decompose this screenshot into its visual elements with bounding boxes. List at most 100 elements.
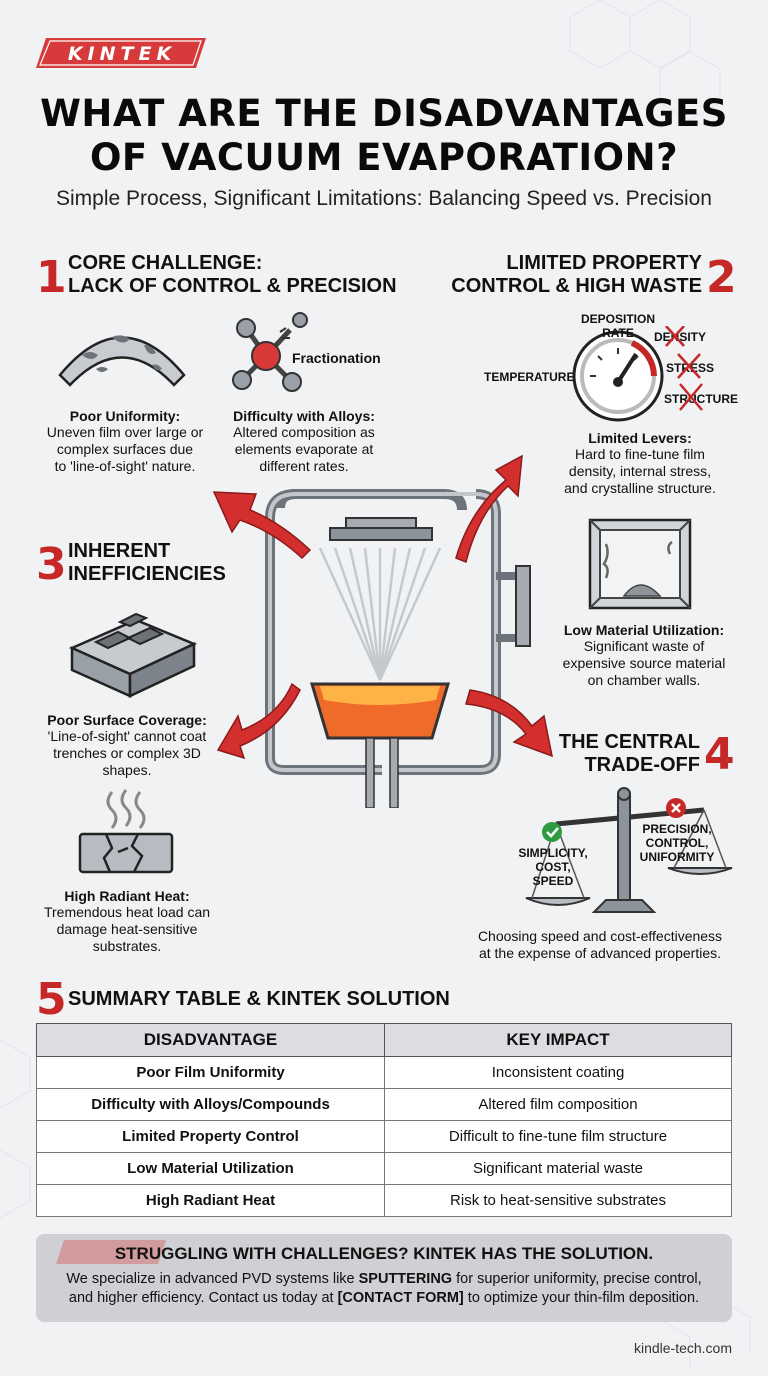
utilization-desc-line: on chamber walls.	[587, 672, 701, 688]
levers-desc-line: Hard to fine-tune film	[575, 446, 705, 462]
chamber-waste-icon	[588, 518, 692, 610]
gauge-label-deposition: DEPOSITION	[580, 312, 655, 326]
page-subtitle: Simple Process, Significant Limitations:…	[56, 187, 712, 210]
tradeoff-right-label: PRECISION, CONTROL, UNIFORMITY	[632, 822, 722, 864]
cta-watermark-logo	[56, 1240, 166, 1264]
table-header: KEY IMPACT	[384, 1023, 732, 1057]
table-cell: Difficult to fine-tune film structure	[384, 1120, 732, 1153]
balance-scale-icon	[525, 787, 733, 913]
tradeoff-left-line: SPEED	[532, 874, 574, 888]
levers-desc-line: and crystalline structure.	[564, 480, 716, 496]
table-cell: Low Material Utilization	[36, 1152, 385, 1185]
utilization-desc-line: expensive source material	[562, 655, 726, 671]
utilization-desc-line: Significant waste of	[583, 638, 705, 654]
alloys-desc-line: elements evaporate at	[234, 441, 374, 457]
table-header-row: DISADVANTAGE KEY IMPACT	[36, 1023, 732, 1057]
section-2-title-line-1: LIMITED PROPERTY	[506, 252, 702, 274]
section-4-title-line-2: TRADE-OFF	[584, 754, 700, 776]
gauge-label-rate: RATE	[602, 326, 634, 340]
table-row: Difficulty with Alloys/Compounds Altered…	[36, 1088, 732, 1121]
section-2-number: 2	[706, 252, 737, 303]
section-3-number: 3	[36, 539, 67, 590]
uniformity-desc-line: to 'line-of-sight' nature.	[54, 458, 196, 474]
cta-text: and higher efficiency. Contact us today …	[68, 1290, 338, 1306]
gauge-label-density: DENSITY	[654, 330, 707, 344]
title-line-2: OF VACUUM EVAPORATION?	[89, 136, 679, 179]
tradeoff-left-line: SIMPLICITY,	[518, 846, 588, 860]
section-1-title-line-1: CORE CHALLENGE:	[68, 252, 263, 274]
section-5-number: 5	[36, 974, 67, 1025]
table-row: Poor Film Uniformity Inconsistent coatin…	[36, 1056, 732, 1089]
cta-text: for superior uniformity, precise control…	[452, 1271, 702, 1287]
uniformity-desc-line: complex surfaces due	[56, 441, 194, 457]
heat-desc-line: substrates.	[92, 938, 162, 954]
section-1-number: 1	[36, 252, 67, 303]
cta-sputtering: SPUTTERING	[358, 1271, 453, 1287]
levers-desc-line: density, internal stress,	[568, 463, 712, 479]
cta-text: We specialize in advanced PVD systems li…	[66, 1271, 359, 1287]
tradeoff-right-line: PRECISION,	[642, 822, 712, 836]
cta-text: to optimize your thin-film deposition.	[463, 1290, 700, 1306]
page-title: WHAT ARE THE DISADVANTAGES OF VACUUM EVA…	[0, 92, 768, 180]
alloys-desc: Altered composition as elements evaporat…	[210, 424, 398, 475]
section-3-title-line-1: INHERENT	[68, 540, 171, 562]
gauge-label-structure: STRUCTURE	[664, 392, 738, 406]
molecule-icon	[232, 312, 308, 392]
section-3-title-line-2: INEFFICIENCIES	[68, 563, 226, 585]
heat-desc-line: Tremendous heat load can	[43, 904, 211, 920]
check-icon	[546, 827, 559, 838]
coverage-desc-line: 'Line-of-sight' cannot coat	[47, 728, 207, 744]
section-5-title: SUMMARY TABLE & KINTEK SOLUTION	[68, 988, 450, 1010]
utilization-desc: Significant waste of expensive source ma…	[524, 638, 764, 689]
section-2-title-line-2: CONTROL & HIGH WASTE	[451, 275, 702, 297]
alloys-desc-line: Altered composition as	[233, 424, 375, 440]
table-header: DISADVANTAGE	[36, 1023, 385, 1057]
cta-title: STRUGGLING WITH CHALLENGES? KINTEK HAS T…	[114, 1244, 654, 1263]
summary-table: DISADVANTAGE KEY IMPACT Poor Film Unifor…	[36, 1023, 732, 1217]
utilization-label: Low Material Utilization:	[563, 622, 725, 638]
coverage-desc: 'Line-of-sight' cannot coat trenches or …	[22, 728, 232, 779]
waste-arrows	[212, 454, 553, 760]
tradeoff-desc-line: at the expense of advanced properties.	[478, 945, 722, 961]
heat-label: High Radiant Heat:	[64, 888, 190, 904]
cta-body: We specialize in advanced PVD systems li…	[50, 1270, 718, 1308]
logo-text: KINTEK	[68, 43, 176, 65]
section-1-title: CORE CHALLENGE: LACK OF CONTROL & PRECIS…	[68, 252, 397, 298]
tradeoff-right-line: UNIFORMITY	[639, 850, 715, 864]
heat-desc-line: damage heat-sensitive	[56, 921, 198, 937]
table-cell: Altered film composition	[384, 1088, 732, 1121]
levers-label: Limited Levers:	[588, 430, 692, 446]
vacuum-chamber-diagram	[265, 489, 531, 808]
footer-url[interactable]: kindle-tech.com	[633, 1340, 732, 1356]
title-line-1: WHAT ARE THE DISADVANTAGES	[40, 92, 728, 135]
coverage-label: Poor Surface Coverage:	[47, 712, 207, 728]
gauge-label-temperature: TEMPERATURE	[484, 370, 575, 384]
table-cell: Risk to heat-sensitive substrates	[384, 1184, 732, 1217]
levers-desc: Hard to fine-tune film density, internal…	[520, 446, 760, 497]
kintek-logo: KINTEK	[36, 38, 206, 68]
coverage-desc-line: shapes.	[102, 762, 152, 778]
uniformity-label: Poor Uniformity:	[69, 408, 181, 424]
tradeoff-right-line: CONTROL,	[645, 836, 709, 850]
table-cell: Significant material waste	[384, 1152, 732, 1185]
table-cell: Difficulty with Alloys/Compounds	[36, 1088, 385, 1121]
section-4-title: THE CENTRAL TRADE-OFF	[559, 731, 700, 777]
tradeoff-left-label: SIMPLICITY, COST, SPEED	[512, 846, 594, 888]
tradeoff-left-line: COST,	[535, 860, 571, 874]
section-2-title: LIMITED PROPERTY CONTROL & HIGH WASTE	[451, 252, 702, 298]
uniformity-desc-line: Uneven film over large or	[46, 424, 204, 440]
contact-form-link[interactable]: [CONTACT FORM]	[337, 1290, 464, 1306]
table-cell: Poor Film Uniformity	[36, 1056, 385, 1089]
heat-desc: Tremendous heat load can damage heat-sen…	[22, 904, 232, 955]
cross-out-marks	[665, 326, 703, 411]
table-cell: Limited Property Control	[36, 1120, 385, 1153]
cta-panel	[36, 1234, 732, 1322]
uniformity-desc: Uneven film over large or complex surfac…	[22, 424, 228, 475]
section-3-title: INHERENT INEFFICIENCIES	[68, 540, 226, 586]
alloys-desc-line: different rates.	[259, 458, 349, 474]
gauge-icon	[572, 330, 664, 422]
table-row: High Radiant Heat Risk to heat-sensitive…	[36, 1184, 732, 1217]
tradeoff-desc: Choosing speed and cost-effectiveness at…	[450, 928, 750, 962]
x-icon	[671, 803, 681, 813]
table-row: Low Material Utilization Significant mat…	[36, 1152, 732, 1185]
